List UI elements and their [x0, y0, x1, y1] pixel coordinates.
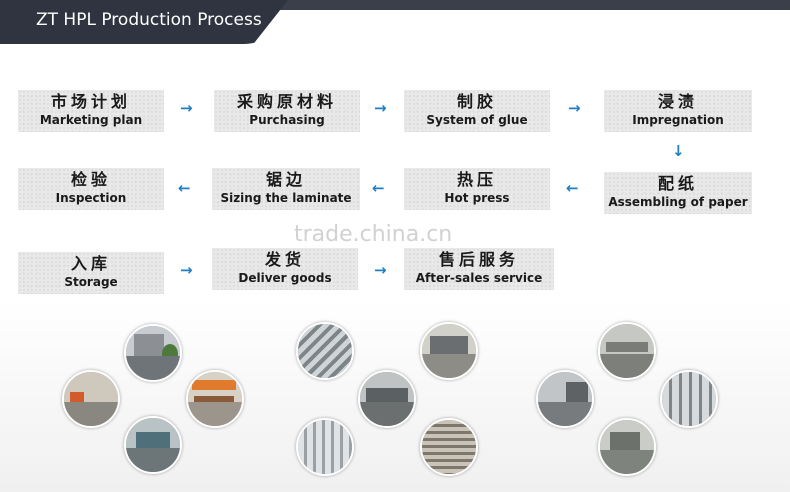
arrow-right-icon: → [374, 99, 387, 117]
arrow-right-icon: → [180, 99, 193, 117]
step-label-zh: 售后服务 [438, 250, 519, 269]
header-tab: ZT HPL Production Process [0, 0, 288, 44]
step-label-en: Hot press [444, 191, 510, 205]
step-hot-press: 热压 Hot press [404, 168, 550, 210]
step-label-zh: 热压 [456, 170, 497, 189]
step-storage: 入库 Storage [18, 252, 164, 294]
step-label-en: Assembling of paper [608, 195, 748, 209]
step-label-zh: 浸渍 [657, 92, 698, 111]
arrow-left-icon: ← [372, 179, 385, 197]
watermark: trade.china.cn [294, 222, 453, 247]
step-label-zh: 配纸 [657, 174, 698, 193]
factory-photo [420, 418, 478, 476]
arrow-right-icon: → [568, 99, 581, 117]
step-label-en: After-sales service [415, 271, 543, 285]
step-deliver-goods: 发货 Deliver goods [212, 248, 358, 290]
step-label-en: Deliver goods [238, 271, 332, 285]
step-label-zh: 市场计划 [50, 92, 131, 111]
step-label-en: System of glue [426, 113, 528, 127]
step-label-en: Impregnation [632, 113, 724, 127]
page-title: ZT HPL Production Process [36, 10, 262, 30]
arrow-left-icon: ← [566, 179, 579, 197]
step-marketing-plan: 市场计划 Marketing plan [18, 90, 164, 132]
factory-photo [598, 322, 656, 380]
factory-photo [296, 418, 354, 476]
step-label-en: Marketing plan [39, 113, 143, 127]
factory-photo [124, 324, 182, 382]
factory-photo [124, 416, 182, 474]
step-label-en: Sizing the laminate [220, 191, 352, 205]
step-label-en: Storage [64, 275, 118, 289]
factory-photo [598, 418, 656, 476]
step-impregnation: 浸渍 Impregnation [604, 90, 752, 132]
step-assembling-of-paper: 配纸 Assembling of paper [604, 172, 752, 214]
step-after-sales-service: 售后服务 After-sales service [404, 248, 554, 290]
step-label-zh: 入库 [70, 254, 111, 273]
step-sizing-the-laminate: 锯边 Sizing the laminate [212, 168, 360, 210]
step-label-zh: 检验 [70, 170, 111, 189]
top-bar [0, 0, 790, 10]
arrow-left-icon: ← [178, 179, 191, 197]
step-purchasing: 采购原材料 Purchasing [214, 90, 360, 132]
step-label-zh: 制胶 [456, 92, 497, 111]
factory-photo [62, 370, 120, 428]
step-label-zh: 锯边 [265, 170, 306, 189]
factory-photo [420, 322, 478, 380]
factory-photo [536, 370, 594, 428]
factory-photo [660, 370, 718, 428]
arrow-down-icon: ↓ [672, 142, 685, 160]
factory-photo [186, 370, 244, 428]
step-system-of-glue: 制胶 System of glue [404, 90, 550, 132]
step-inspection: 检验 Inspection [18, 168, 164, 210]
step-label-en: Inspection [55, 191, 127, 205]
step-label-zh: 发货 [264, 250, 305, 269]
step-label-en: Purchasing [249, 113, 325, 127]
step-label-zh: 采购原材料 [236, 92, 337, 111]
arrow-right-icon: → [374, 261, 387, 279]
arrow-right-icon: → [180, 261, 193, 279]
factory-photo [296, 322, 354, 380]
factory-photo [358, 370, 416, 428]
